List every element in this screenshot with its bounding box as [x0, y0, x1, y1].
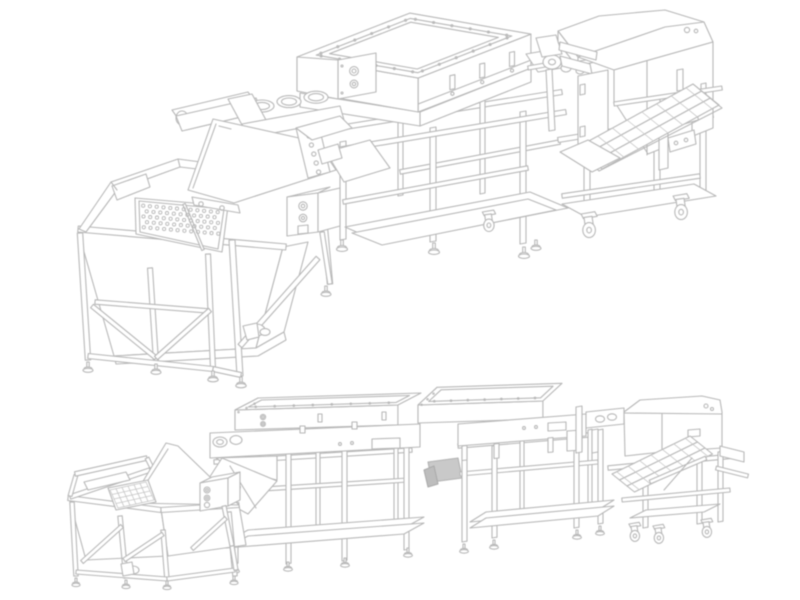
top-hopper-frame [76, 195, 334, 389]
bottom-motor [423, 457, 463, 488]
bottom-right-chute [611, 435, 714, 493]
top-hopper-controlbox [286, 186, 341, 285]
bottom-hopper-frame [69, 501, 239, 591]
bottom-machine1 [209, 392, 422, 481]
top-central-machine [296, 12, 532, 127]
bottom-right-machine [575, 395, 750, 479]
bottom-hopper-mesh [107, 479, 157, 511]
top-right-chute [559, 83, 723, 173]
top-hopper-basket [134, 197, 229, 253]
bottom-controlbox [190, 471, 241, 571]
bottom-machine2 [417, 382, 587, 462]
bottom-frame2 [457, 428, 615, 554]
top-hopper-arm [295, 115, 353, 179]
top-infeed-conveyor [171, 90, 391, 183]
top-central-frame [319, 88, 569, 259]
